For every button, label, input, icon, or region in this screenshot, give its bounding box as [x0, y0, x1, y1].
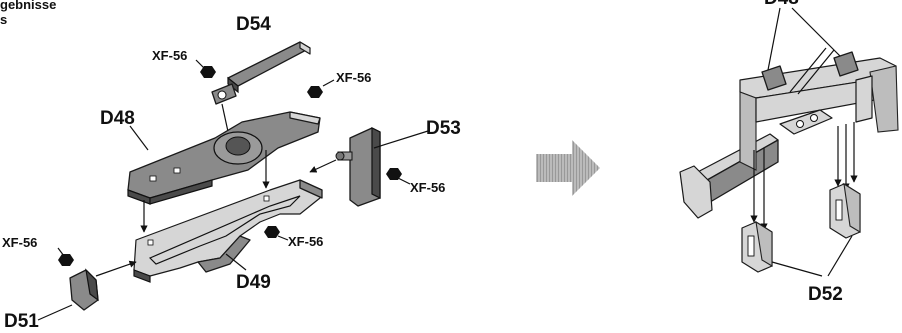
part-d53	[335, 127, 381, 207]
label-d52: D52	[808, 284, 843, 305]
part-d48	[127, 111, 321, 205]
leader-d48-right-b	[791, 7, 841, 57]
leader-d52-right	[827, 235, 853, 277]
leader-d51	[37, 304, 73, 321]
label-xf56-right-top: XF-56	[336, 70, 371, 85]
label-d49: D49	[236, 272, 271, 293]
partial-text-top-1: gebnisse	[0, 0, 56, 12]
leader-d52-left	[771, 261, 823, 277]
label-xf56-left: XF-56	[2, 235, 37, 250]
leader-xf56-d	[277, 235, 289, 241]
part-d51	[69, 268, 99, 311]
arrow-d53	[309, 159, 337, 173]
label-d54: D54	[236, 14, 271, 35]
label-d51: D51	[4, 311, 39, 332]
assembled-frame	[679, 47, 899, 231]
leader-d48	[129, 125, 149, 151]
partial-text-top-2: s	[0, 12, 7, 27]
arrow-d51	[95, 260, 137, 277]
part-d49	[133, 179, 323, 283]
leader-d49	[225, 253, 247, 271]
part-d52-left	[741, 220, 773, 273]
leader-d48-right-a	[767, 7, 781, 71]
leader-xf56-b	[322, 79, 335, 87]
label-xf56-right: XF-56	[410, 180, 445, 195]
part-d54	[211, 41, 311, 105]
label-xf56-bottom: XF-56	[288, 234, 323, 249]
leader-d53	[373, 130, 429, 149]
label-xf56-top: XF-56	[152, 48, 187, 63]
label-d53: D53	[426, 118, 461, 139]
paint-dots	[58, 66, 402, 266]
direction-arrow	[536, 140, 600, 196]
leader-xf56-a	[195, 59, 207, 71]
label-d48: D48	[100, 108, 135, 129]
leader-xf56-e	[57, 247, 65, 257]
label-d48-right-partial: D48	[764, 0, 799, 9]
leader-xf56-c	[397, 177, 411, 185]
part-d52-right	[829, 182, 861, 239]
